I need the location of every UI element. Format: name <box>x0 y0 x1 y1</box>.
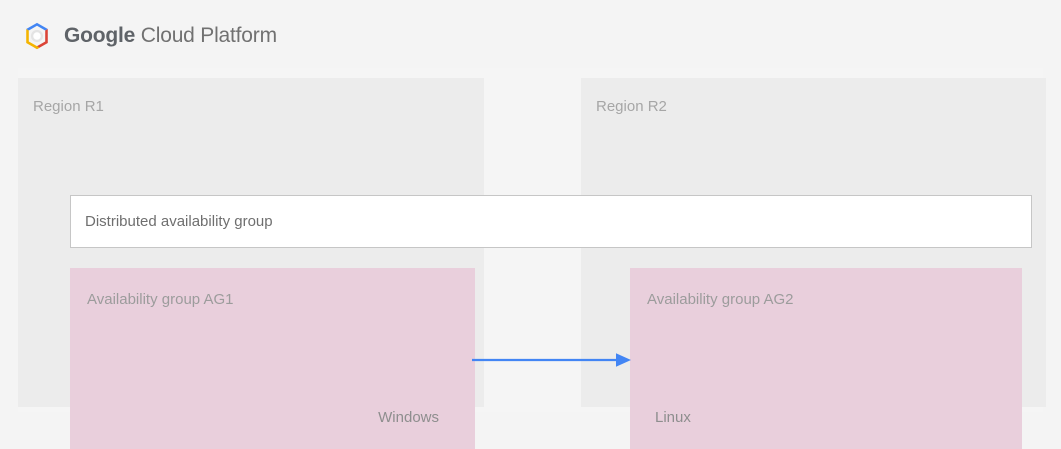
availability-group-os-ag1: Windows <box>378 409 439 426</box>
distributed-availability-group-band: Distributed availability group <box>70 195 1032 248</box>
brand-header: Google Cloud Platform <box>22 19 277 53</box>
brand-name-cloud-platform: Cloud Platform <box>140 24 277 47</box>
brand-wordmark: Google Cloud Platform <box>64 24 277 48</box>
distributed-availability-group-label: Distributed availability group <box>85 212 273 230</box>
replication-arrow-icon <box>472 353 631 367</box>
availability-group-title-ag2: Availability group AG2 <box>647 291 794 308</box>
brand-name-google: Google <box>64 24 136 47</box>
availability-group-title-ag1: Availability group AG1 <box>87 291 234 308</box>
region-label-r2: Region R2 <box>596 98 667 115</box>
google-cloud-platform-hexagon-icon <box>26 22 48 50</box>
diagram-shell: Region R1 Region R2 Distributed availabi… <box>18 68 1046 449</box>
region-label-r1: Region R1 <box>33 98 104 115</box>
availability-group-os-ag2: Linux <box>655 409 691 426</box>
availability-group-box-ag1: Availability group AG1 Windows <box>70 268 475 449</box>
diagram-canvas: Google Cloud Platform Region R1 Region R… <box>18 19 1046 449</box>
availability-group-box-ag2: Availability group AG2 Linux <box>630 268 1022 449</box>
